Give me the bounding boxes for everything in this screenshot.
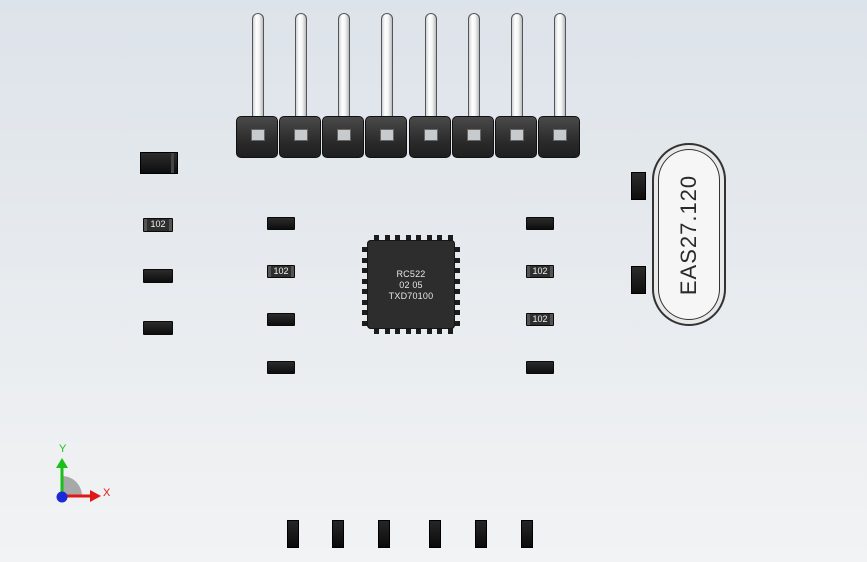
qfn-pin <box>437 235 442 241</box>
capacitor-inner-right-2 <box>526 361 554 374</box>
header-pin-6 <box>468 13 480 139</box>
diode-component <box>140 152 178 174</box>
qfn-pin <box>447 328 453 334</box>
capacitor-inner-left-2 <box>267 313 295 326</box>
y-axis-arrowhead <box>56 458 68 468</box>
header-pin-7 <box>511 13 523 139</box>
crystal-pad-bottom <box>631 266 646 294</box>
qfn-pin <box>426 235 432 241</box>
x-axis-label: X <box>103 487 111 499</box>
header-pin-4 <box>381 13 393 139</box>
resistor-label: 102 <box>271 266 291 277</box>
capacitor-inner-right-1 <box>526 217 554 230</box>
chip-marking-line-3: TXD70100 <box>388 291 434 301</box>
capacitor-left-2 <box>143 321 173 335</box>
header-housing-2 <box>279 116 321 158</box>
header-housing-8 <box>538 116 580 158</box>
qfn-pin <box>454 310 460 315</box>
qfn-pin <box>454 278 460 284</box>
header-housing-4 <box>365 116 407 158</box>
capacitor-inner-left-1 <box>267 217 295 230</box>
header-housing-7 <box>495 116 537 158</box>
qfn-pin <box>426 328 432 334</box>
chip-marking-line-2: 02 05 <box>399 280 423 290</box>
bottom-pad-3 <box>378 520 390 548</box>
chip-marking-line-1: RC522 <box>396 269 426 279</box>
axis-triad <box>56 458 101 503</box>
header-pin-2 <box>295 13 307 139</box>
qfn-pin <box>362 268 368 273</box>
chip-body: RC522 02 05 TXD70100 <box>367 240 455 329</box>
qfn-pin <box>454 268 460 273</box>
header-housing-1 <box>236 116 278 158</box>
header-pin-8 <box>554 13 566 139</box>
capacitor-inner-left-3 <box>267 361 295 374</box>
header-housing-5 <box>409 116 451 158</box>
resistor-label: 102 <box>530 266 550 277</box>
qfn-pin <box>454 289 460 294</box>
crystal-label: EAS27.120 <box>676 174 701 295</box>
crystal-pad-top <box>631 172 646 200</box>
bottom-pad-6 <box>521 520 533 548</box>
header-housing-3 <box>322 116 364 158</box>
qfn-pin <box>384 235 390 241</box>
qfn-pin <box>405 328 411 334</box>
bottom-pad-2 <box>332 520 344 548</box>
header-pin-1 <box>252 13 264 139</box>
qfn-pin <box>374 235 379 241</box>
capacitor-left-1 <box>143 269 173 283</box>
qfn-pin <box>395 328 400 334</box>
resistor-inner-right-1: 102 <box>526 265 554 278</box>
qfn-pin <box>362 257 368 263</box>
crystal-oscillator: EAS27.120 <box>652 143 726 326</box>
qfn-pin <box>362 278 368 284</box>
qfn-pin <box>362 289 368 294</box>
header-pin-3 <box>338 13 350 139</box>
header-housing-6 <box>452 116 494 158</box>
x-axis-arrowhead <box>90 490 101 502</box>
qfn-pin <box>454 299 460 305</box>
qfn-pin <box>395 235 400 241</box>
qfn-pin <box>362 310 368 315</box>
qfn-pin <box>437 328 442 334</box>
qfn-pin <box>416 235 421 241</box>
qfn-pin <box>454 320 460 326</box>
qfn-pin <box>454 247 460 252</box>
triad-quarter-disc <box>62 476 82 496</box>
qfn-pin <box>384 328 390 334</box>
y-axis-label: Y <box>59 443 67 455</box>
resistor-label: 102 <box>147 219 169 231</box>
qfn-pin <box>416 328 421 334</box>
resistor-label: 102 <box>530 314 550 325</box>
qfn-pin <box>454 257 460 263</box>
qfn-pin <box>405 235 411 241</box>
header-pin-5 <box>425 13 437 139</box>
qfn-pin <box>362 299 368 305</box>
qfn-pin <box>362 320 368 326</box>
qfn-pin <box>362 247 368 252</box>
resistor-inner-left-1: 102 <box>267 265 295 278</box>
resistor-inner-right-2: 102 <box>526 313 554 326</box>
bottom-pad-5 <box>475 520 487 548</box>
qfn-pin <box>447 235 453 241</box>
qfn-pin <box>374 328 379 334</box>
z-axis-dot <box>56 491 68 503</box>
bottom-pad-4 <box>429 520 441 548</box>
bottom-pad-1 <box>287 520 299 548</box>
resistor-left-1: 102 <box>143 218 173 232</box>
